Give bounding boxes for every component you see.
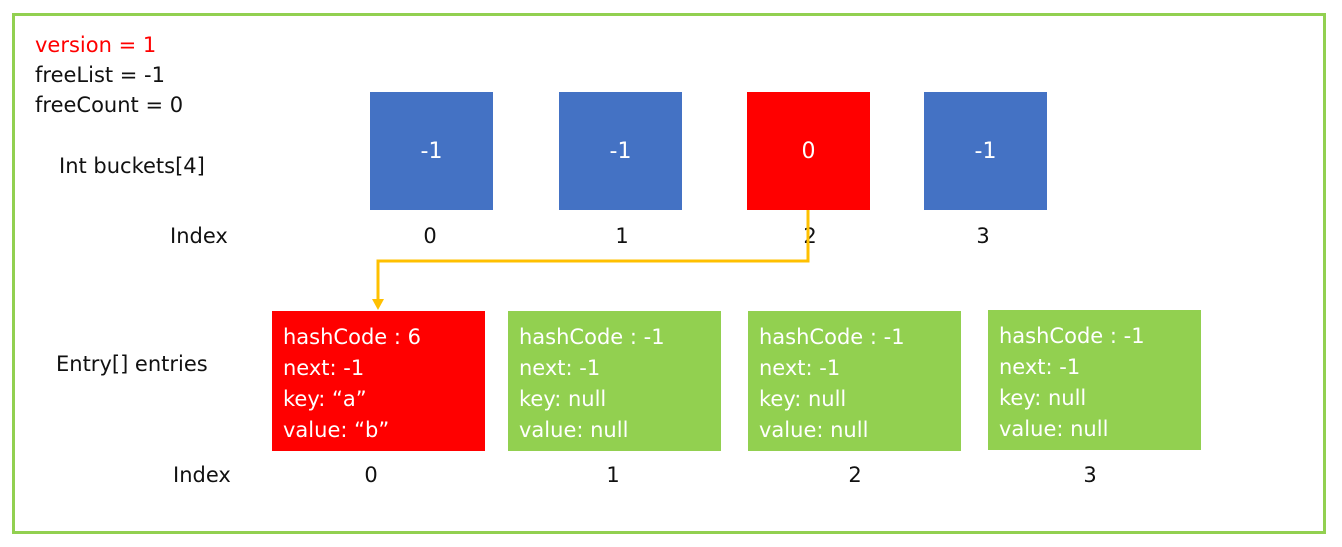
entry-value: value: null [999,417,1109,441]
entry-index-3: 3 [1083,463,1097,487]
entry-index-2: 2 [848,463,862,487]
version-text: version = 1 [35,33,157,57]
entry-key: key: null [519,387,607,411]
bucket-cell-2: 0 [747,92,870,210]
bucket-index-0: 0 [423,224,437,248]
bucket-index-3: 3 [976,224,990,248]
entry-cell-3: hashCode : -1 next: -1 key: null value: … [988,310,1201,450]
entry-key: key: null [999,386,1087,410]
bucket-cell-1: -1 [559,92,682,210]
buckets-label: Int buckets[4] [59,154,205,178]
entry-cell-0: hashCode : 6 next: -1 key: “a” value: “b… [272,311,485,451]
entry-next: next: -1 [519,356,601,380]
bucket-index-label: Index [170,224,228,248]
freecount-text: freeCount = 0 [35,93,184,117]
entry-value: value: null [759,418,869,442]
entry-index-label: Index [173,463,231,487]
entry-index-1: 1 [606,463,620,487]
entry-next: next: -1 [283,356,365,380]
entry-next: next: -1 [999,355,1081,379]
entry-key: key: null [759,387,847,411]
entry-value: value: “b” [283,418,390,442]
entry-hashcode: hashCode : -1 [999,324,1145,348]
entry-value: value: null [519,418,629,442]
entry-hashcode: hashCode : -1 [759,325,905,349]
bucket-cell-3: -1 [924,92,1047,210]
entry-cell-1: hashCode : -1 next: -1 key: null value: … [508,311,721,451]
entries-label: Entry[] entries [56,352,208,376]
diagram-frame [12,13,1326,534]
bucket-index-1: 1 [615,224,629,248]
entry-index-0: 0 [364,463,378,487]
entry-next: next: -1 [759,356,841,380]
bucket-cell-0: -1 [370,92,493,210]
entry-hashcode: hashCode : -1 [519,325,665,349]
entry-hashcode: hashCode : 6 [283,325,421,349]
freelist-text: freeList = -1 [35,63,165,87]
entry-key: key: “a” [283,387,367,411]
entry-cell-2: hashCode : -1 next: -1 key: null value: … [748,311,961,451]
